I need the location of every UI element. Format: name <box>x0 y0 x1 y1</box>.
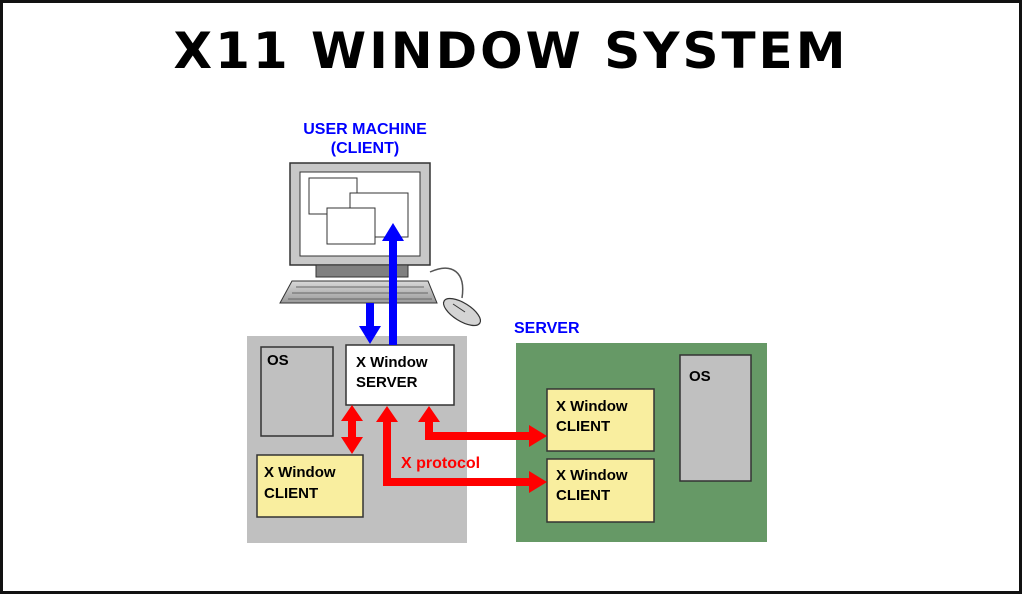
x-protocol-label: X protocol <box>401 455 480 472</box>
remote-x-window-client-2-label-1: X Window <box>556 467 628 484</box>
remote-x-window-client-box-2 <box>546 458 655 523</box>
x-window-server-label-2: SERVER <box>356 374 418 391</box>
client-os-box <box>260 346 334 437</box>
local-protocol-arrow <box>341 405 363 454</box>
computer-monitor-icon <box>289 162 431 278</box>
input-arrow-down <box>359 303 381 344</box>
remote-x-window-client-2-label-2: CLIENT <box>556 487 610 504</box>
server-label: SERVER <box>514 320 580 337</box>
remote-x-window-client-1-label-1: X Window <box>556 398 628 415</box>
x-window-server-label-1: X Window <box>356 354 428 371</box>
local-x-window-client-box <box>256 454 364 518</box>
local-x-window-client-label-2: CLIENT <box>264 485 318 502</box>
local-x-window-client-label-1: X Window <box>264 464 336 481</box>
keyboard-icon <box>279 280 438 304</box>
user-machine-sublabel: (CLIENT) <box>331 140 399 157</box>
server-os-box <box>679 354 752 482</box>
display-arrow-up <box>382 223 404 345</box>
server-os-label: OS <box>689 368 711 385</box>
diagram-title: X11 WINDOW SYSTEM <box>173 22 849 80</box>
user-machine-label: USER MACHINE <box>303 121 427 138</box>
remote-protocol-arrow-1 <box>418 406 547 447</box>
mouse-icon <box>429 267 482 327</box>
client-os-label: OS <box>267 352 289 369</box>
remote-protocol-arrow-2 <box>376 406 547 493</box>
x-window-server-box <box>345 344 455 406</box>
remote-x-window-client-1-label-2: CLIENT <box>556 418 610 435</box>
remote-x-window-client-box-1 <box>546 388 655 452</box>
